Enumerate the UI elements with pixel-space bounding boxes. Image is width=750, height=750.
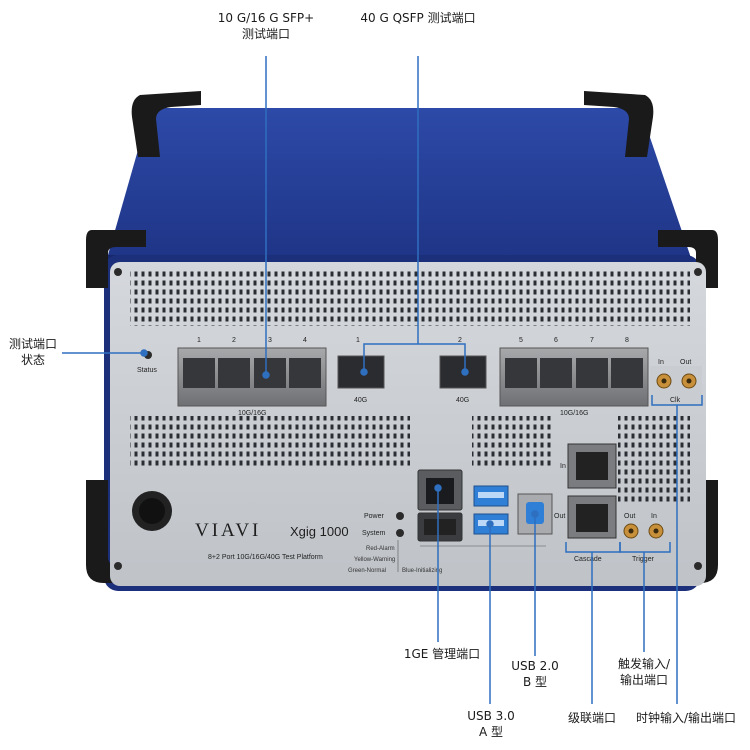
callout-usb2-line1: USB 2.0	[511, 659, 559, 673]
status-label: Status	[137, 367, 157, 374]
port-number-3: 3	[268, 337, 272, 344]
system-label: System	[362, 530, 386, 537]
sfp-cage-right	[499, 347, 649, 407]
port-number-6: 6	[554, 337, 558, 344]
callout-lines	[62, 56, 678, 704]
callout-usb3-line1: USB 3.0	[467, 709, 515, 723]
callout-cascade-line1: 级联端口	[567, 711, 616, 725]
callout-status-line1: 测试端口	[8, 337, 57, 351]
power-button	[132, 491, 172, 531]
platform-subtitle: 8+2 Port 10G/16G/40G Test Platform	[208, 554, 323, 561]
qsfp-label-1: 40G	[354, 397, 367, 404]
clk-in-label: In	[658, 359, 664, 366]
callout-qsfp-line1: 40 G QSFP 测试端口	[360, 11, 476, 25]
callout-sfp-line1: 10 G/16 G SFP+	[217, 11, 315, 25]
callout-mgmt: 1GE 管理端口	[400, 646, 484, 662]
callout-cascade: 级联端口	[560, 710, 624, 726]
callout-mgmt-line1: 1GE 管理端口	[403, 647, 481, 661]
brand-logo: VIAVI	[195, 520, 261, 541]
port-number-8: 8	[625, 337, 629, 344]
sfp-left-speed: 10G/16G	[238, 410, 266, 417]
panel-screws	[114, 268, 702, 570]
port-numbers-right: 5 6 7 8	[519, 337, 629, 344]
port-number-5: 5	[519, 337, 523, 344]
vent-grille	[130, 270, 690, 502]
model-name: Xgig 1000	[290, 524, 349, 539]
port-number-2: 2	[232, 337, 236, 344]
legend-green: Green-Normal	[348, 568, 386, 574]
callout-usb3: USB 3.0 A 型	[460, 708, 522, 740]
led-legend: Red-Alarm Yellow-Warning Green-Normal Bl…	[348, 546, 442, 574]
leader-qsfp	[363, 56, 466, 372]
callout-usb2: USB 2.0 B 型	[504, 658, 566, 690]
callout-usb3-line2: A 型	[478, 725, 504, 739]
qsfp-label-2: 40G	[456, 397, 469, 404]
clk-label: Clk	[670, 397, 681, 404]
callout-trigger-line2: 输出端口	[619, 673, 668, 687]
cascade-label: Cascade	[574, 556, 602, 563]
mgmt-rj45-port	[417, 469, 463, 542]
qsfp-number-1: 1	[356, 337, 360, 344]
callout-clock-line1: 时钟输入/输出端口	[635, 711, 737, 725]
rj-in-label: In	[560, 463, 566, 470]
callout-sfp: 10 G/16 G SFP+ 测试端口	[210, 10, 322, 42]
clk-out-label: Out	[680, 359, 691, 366]
trigger-connectors	[619, 523, 671, 553]
legend-yellow: Yellow-Warning	[354, 557, 395, 563]
power-led	[396, 512, 404, 520]
legend-red: Red-Alarm	[366, 546, 395, 552]
clock-connectors	[650, 366, 703, 406]
callout-status-line2: 状态	[20, 353, 45, 367]
port-number-7: 7	[590, 337, 594, 344]
callout-status: 测试端口 状态	[4, 336, 62, 368]
trig-in-label: In	[651, 513, 657, 520]
system-led	[396, 529, 404, 537]
port-number-4: 4	[303, 337, 307, 344]
callout-clock: 时钟输入/输出端口	[628, 710, 744, 726]
sfp-cage-left	[177, 347, 327, 407]
power-label: Power	[364, 513, 385, 520]
port-number-1: 1	[197, 337, 201, 344]
cascade-ports	[565, 443, 621, 553]
rj-out-label: Out	[554, 513, 565, 520]
sfp-right-speed: 10G/16G	[560, 410, 588, 417]
callout-sfp-line2: 测试端口	[241, 27, 290, 41]
callout-trigger-line1: 触发输入/	[617, 657, 671, 671]
qsfp-number-2: 2	[458, 337, 462, 344]
port-numbers-left: 1 2 3 4	[197, 337, 307, 344]
legend-blue: Blue-Initializing	[402, 568, 442, 574]
callout-trigger: 触发输入/ 输出端口	[610, 656, 678, 688]
trig-out-label: Out	[624, 513, 635, 520]
callout-usb2-line2: B 型	[522, 675, 548, 689]
callout-qsfp: 40 G QSFP 测试端口	[356, 10, 480, 26]
